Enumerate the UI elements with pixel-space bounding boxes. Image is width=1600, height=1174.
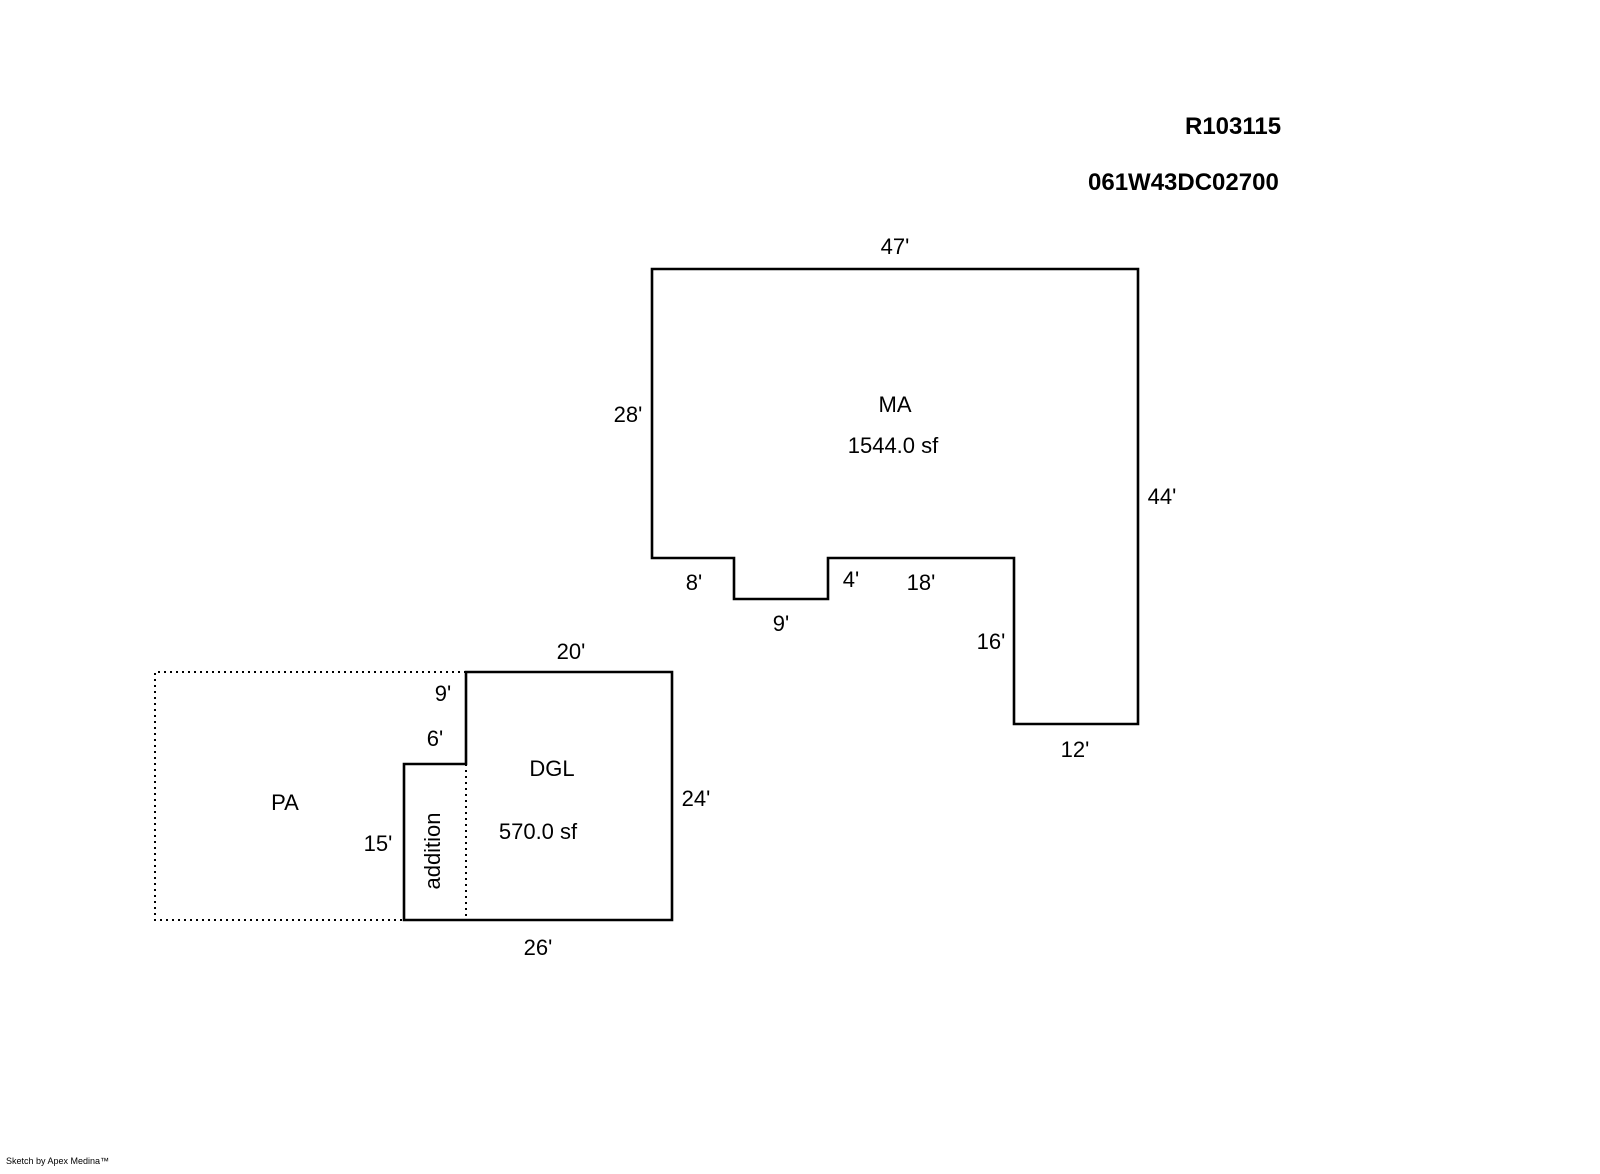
dim-step-run: 6' <box>427 726 443 751</box>
main-area-outline <box>650 267 1140 726</box>
main-area-size: 1544.0 sf <box>848 433 939 458</box>
account-number: R103115 <box>1185 113 1281 140</box>
garage-name: DGL <box>529 756 574 781</box>
sketch-credit: Sketch by Apex Medina™ <box>6 1156 109 1166</box>
main-area-name: MA <box>879 392 912 417</box>
addition-label: addition <box>420 812 445 889</box>
dim-main-left: 28' <box>614 402 643 427</box>
map-taxlot-number: 061W43DC02700 <box>1088 169 1279 196</box>
dim-step-upper: 9' <box>435 681 451 706</box>
dim-notch-left: 8' <box>686 570 702 595</box>
dim-wing-left: 16' <box>977 629 1006 654</box>
dim-mid-run: 18' <box>907 570 936 595</box>
dim-garage-bottom: 26' <box>524 935 553 960</box>
patio-name: PA <box>271 790 299 815</box>
dim-garage-right: 24' <box>682 786 711 811</box>
dim-garage-top: 20' <box>557 639 586 664</box>
dim-main-right: 44' <box>1148 484 1177 509</box>
garage-size: 570.0 sf <box>499 819 578 844</box>
dim-wing-bottom: 12' <box>1061 737 1090 762</box>
dim-main-top: 47' <box>881 234 910 259</box>
dim-notch-bottom: 9' <box>773 611 789 636</box>
dim-notch-right: 4' <box>843 567 859 592</box>
dim-addition-left: 15' <box>364 831 393 856</box>
